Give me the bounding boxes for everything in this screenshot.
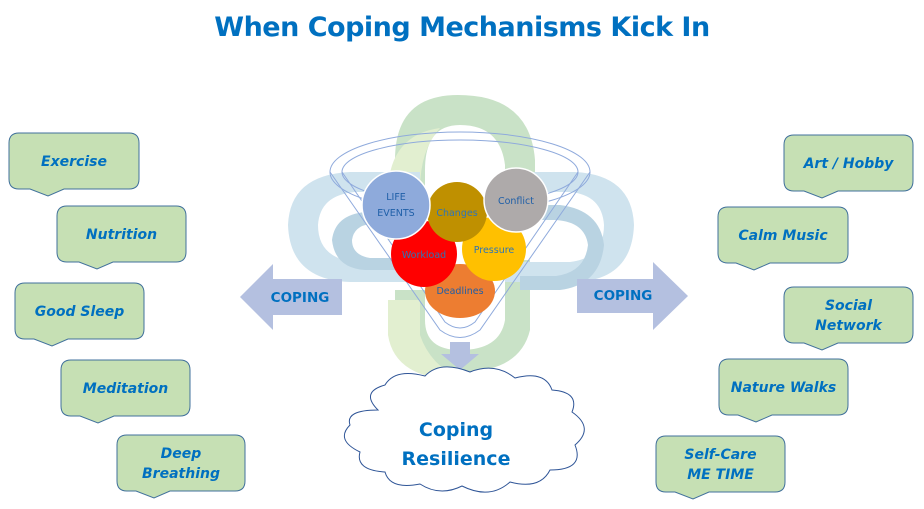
stressor-changes: Changes [427,182,487,242]
callout-shape [717,206,849,271]
swirl-green-lower [395,260,530,372]
callout-label: Nutrition [86,227,157,243]
stressor-label: LIFE [386,192,406,203]
callout-shape [8,132,140,197]
callout-good-sleep: Good Sleep [14,282,145,347]
stressor-circle [427,182,487,242]
callout-exercise: Exercise [8,132,140,197]
stressor-conflict: Conflict [483,167,549,233]
callout-meditation: Meditation [60,359,191,424]
stressor-label: Changes [436,208,477,219]
callout-shape [14,282,145,347]
stressor-circle [483,167,549,233]
swirl-blue-left [288,172,420,282]
callout-label: Nature Walks [731,380,836,396]
callout-self-care-me-time: Self-Care ME TIME [655,435,786,500]
coping-arrow-left-label: COPING [271,290,330,306]
left-arrow-icon [240,264,342,330]
stressor-label: Pressure [474,245,515,256]
callout-calm-music: Calm Music [717,206,849,271]
callout-label: Social [825,298,872,314]
callout-shape [783,286,914,351]
coping-arrow-right: COPING [577,262,688,330]
callout-label: Breathing [142,466,220,482]
stressor-label: Deadlines [436,286,483,297]
stressor-circle [361,170,431,240]
swirl-blue-right-inner [520,205,604,290]
stressor-circles: Deadlines Workload Pressure Changes Conf… [361,167,549,318]
callout-shape [56,205,187,270]
callout-nature-walks: Nature Walks [718,358,849,423]
callout-shape [60,359,191,424]
funnel-sides [329,171,591,338]
stressor-label: Workload [402,250,446,261]
cloud-text-line1: Coping [419,419,493,441]
callout-shape [783,134,914,199]
callout-label: Network [815,318,883,334]
resilience-cloud: Coping Resilience [343,366,585,493]
callout-shape [718,358,849,423]
stressor-life-events: LIFE EVENTS [361,170,431,240]
callout-label: Good Sleep [35,304,125,320]
right-arrow-icon [577,262,688,330]
callout-label: Calm Music [738,228,828,244]
callout-nutrition: Nutrition [56,205,187,270]
callout-label: Meditation [83,381,168,397]
callout-shape [655,435,786,500]
callout-label: Art / Hobby [803,156,895,172]
callout-label: Self-Care [684,447,756,463]
stressor-label: EVENTS [377,208,414,219]
callout-art-hobby: Art / Hobby [783,134,914,199]
callout-label: Exercise [41,154,107,170]
funnel-sides-inner [341,171,579,329]
diagram-title: When Coping Mechanisms Kick In [214,12,710,43]
callout-shape [116,434,246,499]
down-arrow-icon [441,342,479,370]
callout-label: Deep [161,446,202,462]
coping-arrow-left: COPING [240,264,342,330]
swirl-lightgreen-lower [388,300,462,380]
swirl-green-arc [395,95,535,230]
callout-label: ME TIME [687,467,754,483]
swirl-blue-left-inner [332,212,400,270]
cloud-text-line2: Resilience [402,448,511,470]
stressor-label: Conflict [498,196,534,207]
cloud-shape [343,366,585,493]
coping-arrow-right-label: COPING [594,288,653,304]
